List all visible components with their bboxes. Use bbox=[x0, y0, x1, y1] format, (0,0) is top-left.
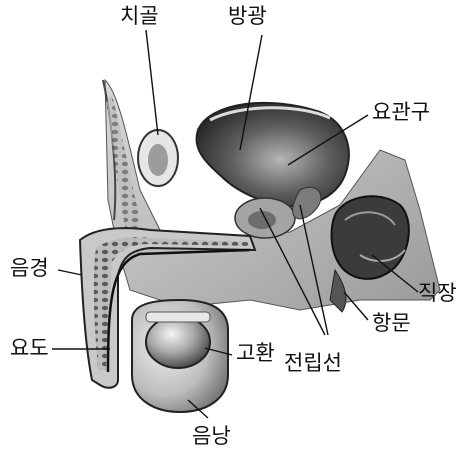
label-pubic-bone: 치골 bbox=[120, 6, 159, 27]
label-rectum: 직장 bbox=[418, 283, 457, 304]
label-urethra: 요도 bbox=[10, 338, 49, 359]
label-penis: 음경 bbox=[10, 258, 49, 279]
bladder bbox=[197, 103, 349, 206]
label-testis: 고환 bbox=[236, 343, 275, 364]
label-ureter: 요관구 bbox=[372, 102, 430, 123]
label-prostate: 전립선 bbox=[284, 353, 342, 374]
label-anus: 항문 bbox=[372, 313, 411, 334]
leader-pubic-bone bbox=[146, 30, 158, 135]
leader-penis bbox=[58, 270, 82, 275]
label-bladder: 방광 bbox=[228, 6, 267, 27]
testis bbox=[146, 316, 210, 368]
label-scrotum: 음낭 bbox=[192, 426, 231, 447]
